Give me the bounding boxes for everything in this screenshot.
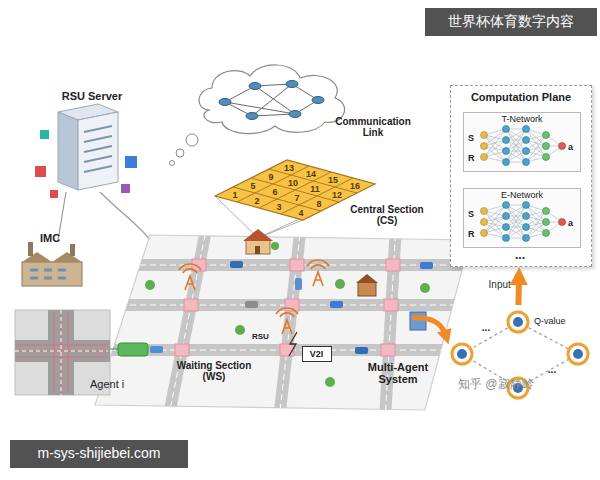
server-front <box>78 112 118 190</box>
ellipsis: ... <box>540 364 564 375</box>
ellipsis: ... <box>474 322 498 333</box>
network-links <box>225 84 318 116</box>
link-heading: Communication Link <box>330 116 416 138</box>
cell-number: 4 <box>293 208 309 218</box>
system-heading: Multi-Agent System <box>358 361 438 386</box>
cell-number: 13 <box>281 163 297 173</box>
flow-arrow <box>412 318 446 336</box>
chimney <box>28 242 33 256</box>
thought-bubble <box>170 161 175 166</box>
cell-number: 11 <box>307 184 323 194</box>
edge-caption: Q-value <box>534 316 584 326</box>
v2i-box: V2I <box>302 346 332 362</box>
cell-number: 14 <box>303 169 319 179</box>
output-symbol: a <box>568 142 580 152</box>
rsu-label: RSU <box>252 333 278 342</box>
cloud-outline <box>199 65 345 134</box>
cell-number: 2 <box>249 196 265 206</box>
data-cube <box>40 130 49 139</box>
input-symbol: R <box>468 153 480 163</box>
building-roof <box>22 252 82 262</box>
server-side <box>58 112 78 190</box>
network-title: E-Network <box>464 190 580 200</box>
communication-cloud <box>170 65 345 166</box>
central-grid <box>215 160 375 238</box>
routers <box>219 81 324 120</box>
intersection <box>175 259 400 356</box>
chimney <box>70 244 75 256</box>
grid-lines <box>233 166 357 214</box>
output-symbol: a <box>568 218 580 228</box>
cell-number: 7 <box>289 193 305 203</box>
cell-number: 12 <box>329 190 345 200</box>
edge-label: Input <box>471 279 511 290</box>
watermark-banner: 世界杯体育数字内容 <box>425 14 597 30</box>
vehicles <box>150 261 433 354</box>
building-body <box>22 262 82 286</box>
buildings <box>356 274 426 330</box>
network-title: T-Network <box>464 114 580 124</box>
panel-title: Computation Plane <box>451 91 591 103</box>
section-heading: Central Section (CS) <box>345 204 429 226</box>
neural-net <box>481 202 567 242</box>
data-cube <box>50 190 58 198</box>
cell-number: 1 <box>227 190 243 200</box>
neural-net <box>481 126 567 166</box>
rsu-server-icon <box>35 104 137 198</box>
watermark: 知乎 @寂静岭 <box>458 378 558 391</box>
cell-number: 5 <box>245 181 261 191</box>
server-top <box>58 104 118 120</box>
building-label: IMC <box>30 232 70 244</box>
thought-bubble <box>176 149 184 157</box>
network-box: T-NetworkSRa <box>463 112 581 172</box>
url-banner <box>10 440 188 468</box>
cell-number: 9 <box>263 172 279 182</box>
agent-intersection-inset <box>15 310 148 395</box>
input-symbol: S <box>468 209 480 219</box>
cell-number: 16 <box>347 181 363 191</box>
wireless-bolt <box>289 332 297 356</box>
cell-number: 6 <box>267 187 283 197</box>
ellipsis: ... <box>500 249 540 262</box>
road-network <box>60 225 500 420</box>
city-platform <box>95 235 470 410</box>
agent-circle <box>452 344 472 364</box>
building-windows <box>30 270 66 278</box>
plane-panel: Computation PlaneT-NetworkSRaE-NetworkSR… <box>450 85 592 267</box>
agent-circle <box>568 344 588 364</box>
house <box>243 229 273 254</box>
imc-building <box>22 242 82 286</box>
vehicle <box>118 343 148 356</box>
cell-number: 3 <box>271 202 287 212</box>
agent-circle <box>508 312 528 332</box>
network-box: E-NetworkSRa <box>463 188 581 248</box>
thought-bubble <box>186 134 198 146</box>
data-cube <box>125 156 137 168</box>
data-cube <box>35 166 46 177</box>
url-banner: m-sys-shijiebei.com <box>10 446 188 462</box>
rsu-antenna <box>179 260 329 334</box>
data-cube <box>121 184 130 193</box>
watermark-banner <box>425 8 597 36</box>
agent-ring <box>452 312 588 398</box>
server-heading: RSU Server <box>52 90 132 102</box>
input-symbol: S <box>468 133 480 143</box>
section-heading: Waiting Section (WS) <box>172 360 256 382</box>
cell-number: 10 <box>285 178 301 188</box>
input-arrow <box>515 277 522 305</box>
cell-number: 15 <box>325 175 341 185</box>
server-wire <box>58 192 150 240</box>
input-symbol: R <box>468 229 480 239</box>
server-slots <box>84 126 112 172</box>
v2i-label: V2I <box>303 349 330 359</box>
cell-number: 8 <box>311 199 327 209</box>
agent-label: Agent i <box>90 378 140 390</box>
